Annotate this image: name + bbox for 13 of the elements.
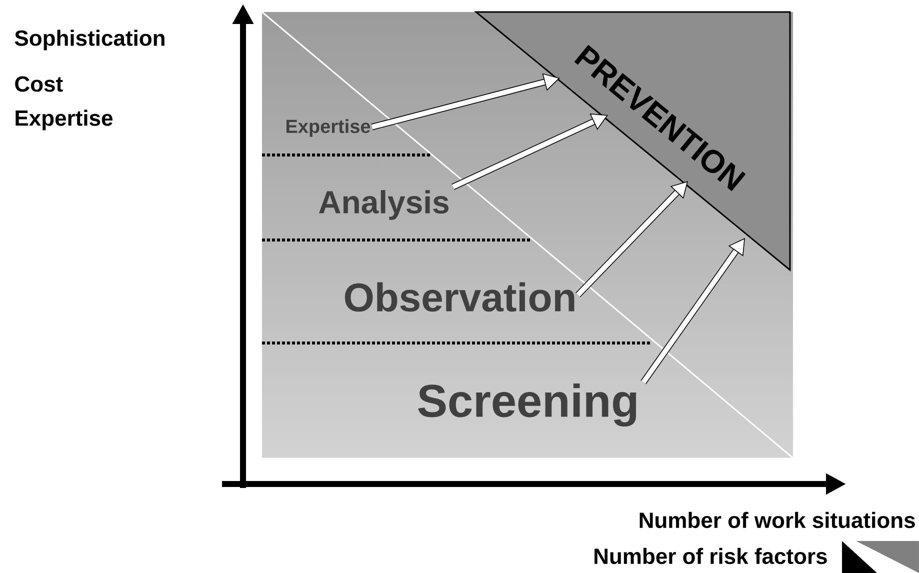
axis-label: Number of risk factors bbox=[594, 548, 827, 564]
hollow-arrow bbox=[452, 113, 608, 190]
axis-label: Expertise bbox=[16, 110, 112, 130]
band-label: Observation bbox=[344, 282, 574, 312]
band-label: Expertise bbox=[286, 119, 370, 137]
band-label: Screening bbox=[418, 383, 636, 427]
hollow-arrow bbox=[371, 73, 560, 130]
axis-label: Sophistication bbox=[14, 30, 164, 50]
band-label: Analysis bbox=[319, 190, 448, 220]
axis-label: Number of work situations bbox=[640, 512, 915, 528]
axis-label: Cost bbox=[15, 76, 63, 92]
hollow-arrow bbox=[640, 238, 745, 384]
hollow-arrow bbox=[576, 181, 688, 298]
